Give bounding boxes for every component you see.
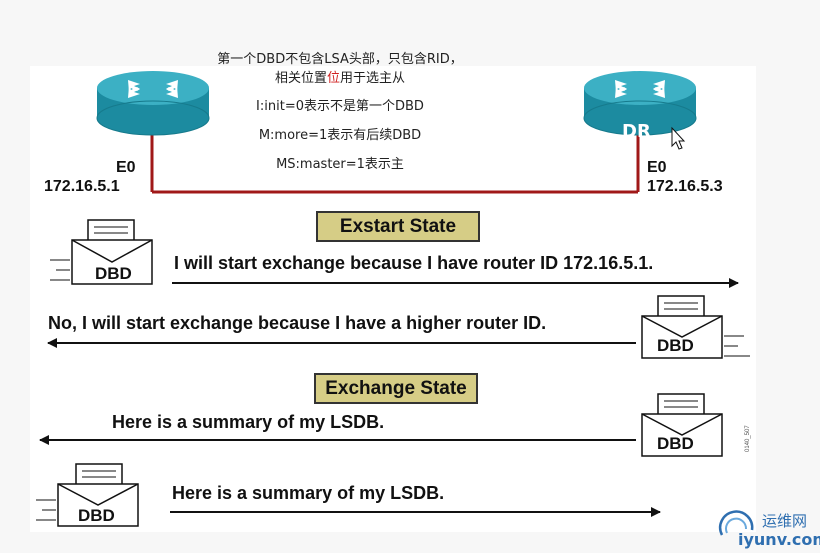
message-4: Here is a summary of my LSDB. [172, 483, 445, 503]
watermark-url: iyunv.com [738, 530, 820, 549]
left-interface: E0 [116, 159, 136, 176]
mouse-cursor-icon [671, 126, 686, 150]
annotation-line-5: MS:master=1表示主 [276, 157, 404, 172]
right-router-address: E0 172.16.5.3 [647, 158, 723, 196]
dbd-packet-icon [641, 393, 723, 457]
message-1: I will start exchange because I have rou… [174, 253, 654, 273]
exchange-state-label: Exchange State [314, 373, 478, 404]
annotation-highlight: 位 [326, 71, 340, 86]
annotation-line-4: M:more=1表示有后续DBD [258, 128, 422, 143]
message-2: No, I will start exchange because I have… [48, 313, 547, 333]
message-3: Here is a summary of my LSDB. [112, 412, 385, 432]
annotation-line-2: 相关位置位用于选主从 [274, 71, 406, 86]
annotation-line-3: I:init=0表示不是第一个DBD [256, 99, 424, 114]
left-router-address: E0 172.16.5.1 [44, 158, 136, 196]
dbd-packet-icon [50, 219, 153, 285]
dbd-label: DBD [657, 336, 694, 355]
router-role-label: DR [622, 121, 651, 142]
network-link [150, 134, 640, 194]
dbd-label: DBD [95, 264, 132, 283]
router-right-icon [583, 71, 697, 136]
left-ip: 172.16.5.1 [44, 178, 120, 195]
exstart-state-label: Exstart State [316, 211, 480, 242]
dbd-label: DBD [78, 506, 115, 525]
dbd-packet-icon [641, 295, 750, 359]
dbd-packet-icon [36, 463, 139, 527]
right-interface: E0 [647, 159, 667, 176]
annotation-line-1: 第一个DBD不包含LSA头部，只包含RID， [217, 52, 463, 67]
dbd-label: DBD [657, 434, 694, 453]
figure-code: 0140_507 [745, 425, 751, 452]
watermark-cn: 运维网 [762, 512, 808, 530]
watermark-logo-icon [718, 510, 754, 536]
right-ip: 172.16.5.3 [647, 178, 723, 195]
router-left-icon [96, 71, 210, 136]
